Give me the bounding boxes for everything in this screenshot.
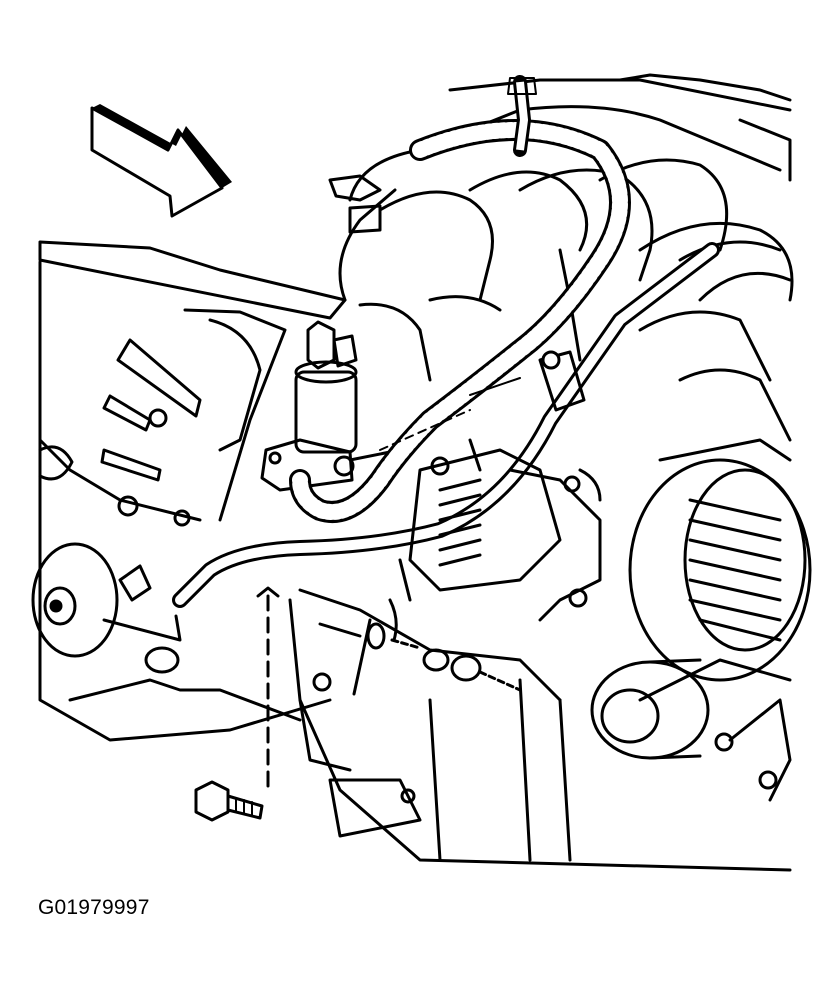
dipstick-tube <box>172 242 720 608</box>
fastener-stack <box>318 558 522 696</box>
bolt-icon <box>194 586 280 822</box>
direction-arrow-icon <box>90 104 232 218</box>
figure-id-label: G01979997 <box>38 896 150 919</box>
starter-motor <box>408 438 602 622</box>
alternator <box>628 438 812 702</box>
wiring-harness-conduit <box>289 75 631 523</box>
pulley-left <box>31 542 119 658</box>
pulley-right <box>590 658 792 802</box>
intake-manifold <box>328 73 794 442</box>
tube-mount-bracket <box>102 408 191 674</box>
throttle-body <box>260 320 392 492</box>
oil-pan <box>288 588 792 872</box>
